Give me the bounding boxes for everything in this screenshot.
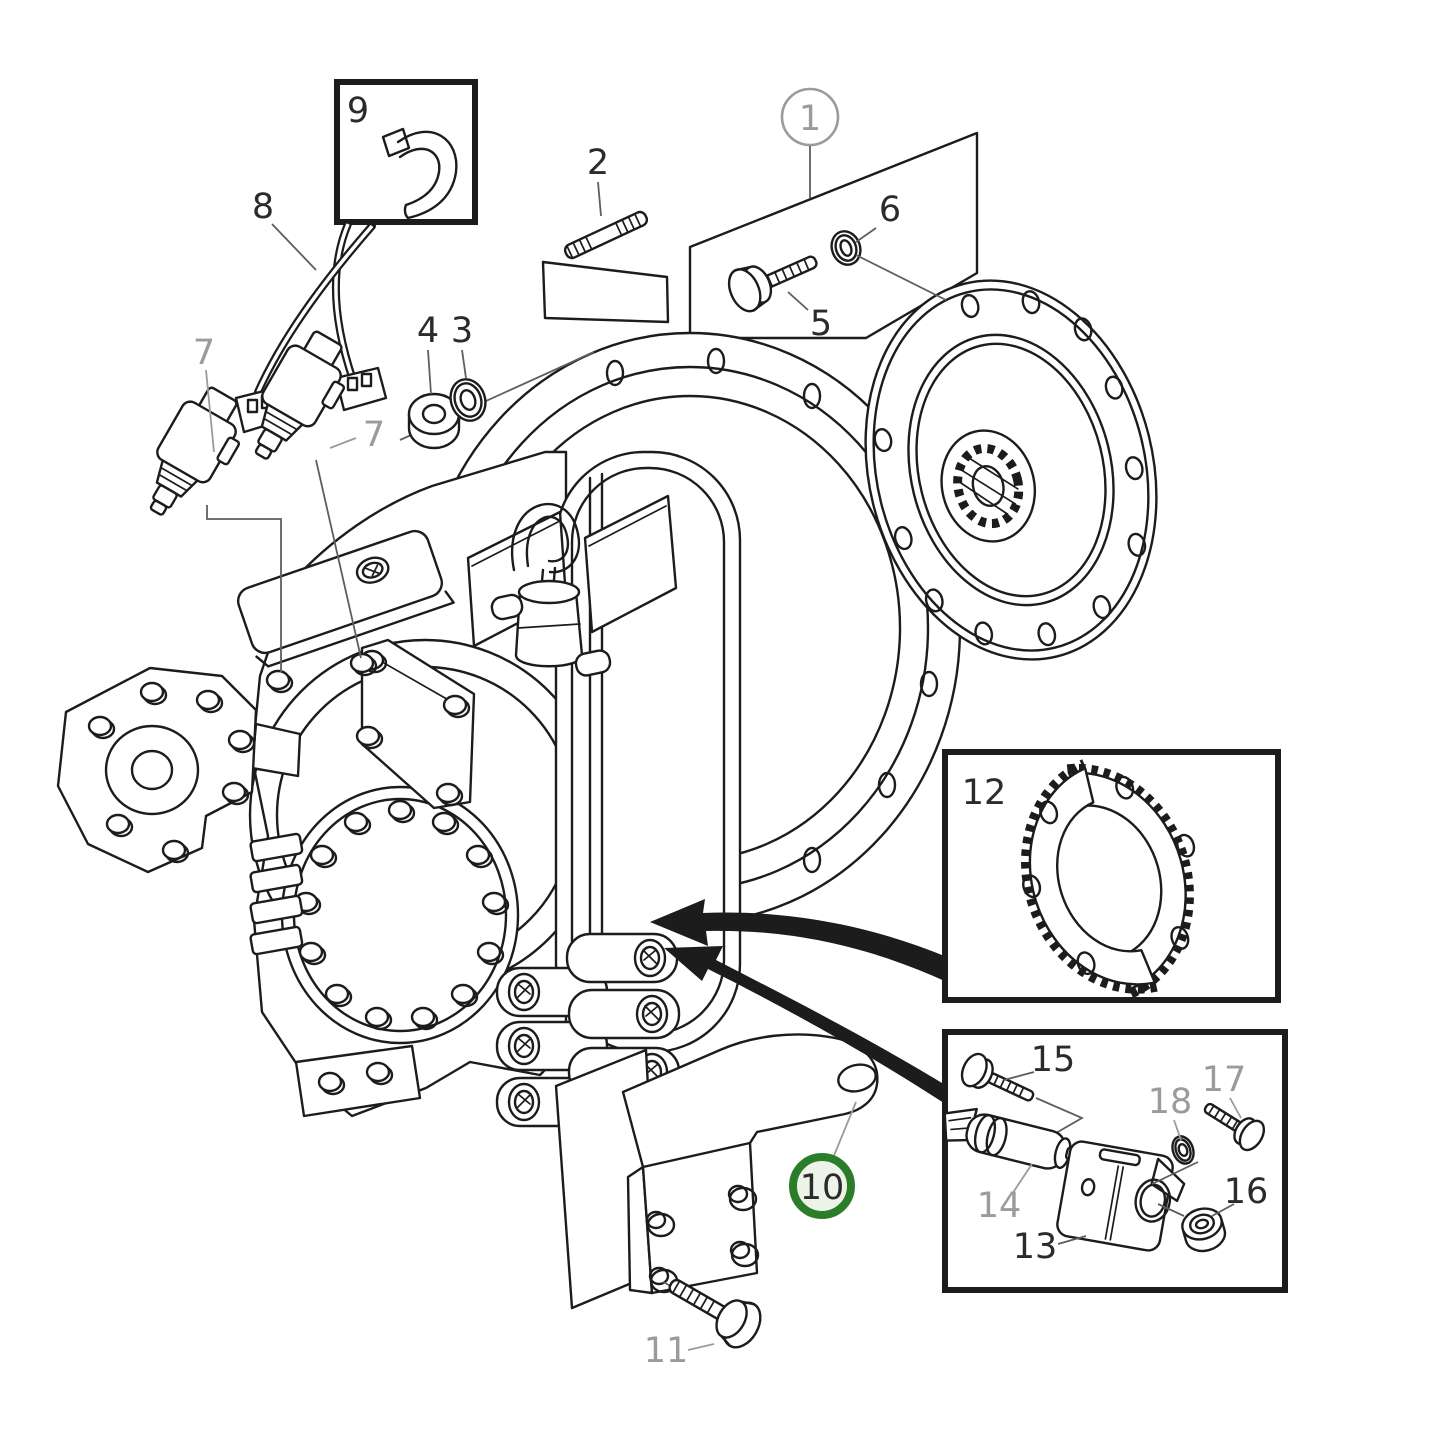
split-ring-12	[1021, 759, 1196, 999]
damper-plate-holes	[873, 290, 1147, 647]
bolt-15	[960, 1052, 1035, 1102]
callout-9: 9	[347, 91, 369, 131]
callout-10: 10	[800, 1168, 845, 1208]
sender-left-locator-line	[206, 505, 282, 672]
sender-right-locator-line	[315, 459, 362, 659]
dipstick	[490, 503, 612, 677]
bolt-5	[727, 255, 818, 313]
callout-7-left: 7	[193, 333, 215, 373]
washer-18	[1171, 1135, 1195, 1165]
callout-5: 5	[810, 304, 832, 344]
callout-1-circle	[780, 87, 840, 147]
stud-2	[563, 210, 649, 260]
gearbox-body	[56, 450, 742, 1310]
callout-6: 6	[879, 190, 901, 230]
bracket-10	[621, 1033, 879, 1295]
nut-16	[1181, 1207, 1227, 1253]
washer-3	[449, 378, 487, 422]
callout-13: 13	[1013, 1227, 1058, 1267]
callout-1: 1	[799, 99, 821, 139]
callout-11: 11	[644, 1331, 689, 1371]
pentagon-cover	[355, 638, 476, 810]
callout-8: 8	[252, 187, 274, 227]
inset-box-13-18	[942, 1029, 1288, 1293]
bolt-5-axis-line	[855, 254, 947, 301]
callouts: 9 8 7 7 4 3 2 1 6 5 12 15 17 18 14 13 16	[193, 87, 1268, 1371]
sensor-7-right	[254, 330, 346, 460]
callout-7-right: 7	[363, 415, 385, 455]
round-cover	[280, 785, 520, 1045]
callout-3: 3	[451, 311, 473, 351]
arrow-from-box-12	[650, 899, 947, 982]
inset-box-12	[942, 749, 1281, 1003]
top-cover-plate	[236, 529, 455, 668]
bolt-17-axis-line	[1151, 1161, 1199, 1185]
callout-10-highlight-circle	[789, 1153, 855, 1219]
nut-16-axis-line	[1157, 1203, 1185, 1217]
callout-18: 18	[1148, 1082, 1193, 1122]
damper-hub-spline	[940, 429, 1037, 543]
washer-6	[830, 230, 862, 266]
bottom-plate	[294, 1044, 422, 1118]
callout-4: 4	[417, 311, 439, 351]
connector-right	[334, 366, 388, 412]
sensor-14	[943, 1107, 1081, 1170]
bolt-17	[1203, 1102, 1266, 1152]
callout-15: 15	[1031, 1040, 1076, 1080]
inset-box-9	[334, 79, 478, 225]
cooler-fins	[249, 832, 304, 956]
bracket-13	[1056, 1140, 1186, 1252]
callout-17: 17	[1202, 1060, 1247, 1100]
callout-14: 14	[977, 1186, 1022, 1226]
callout-2: 2	[587, 143, 609, 183]
callout-12: 12	[962, 773, 1007, 813]
pump	[56, 666, 302, 874]
bolt-11	[662, 1278, 762, 1349]
arrow-from-box-13-18	[664, 946, 947, 1105]
nut-4	[407, 392, 461, 450]
cable-clip	[381, 127, 458, 220]
damper-plate	[864, 279, 1158, 661]
